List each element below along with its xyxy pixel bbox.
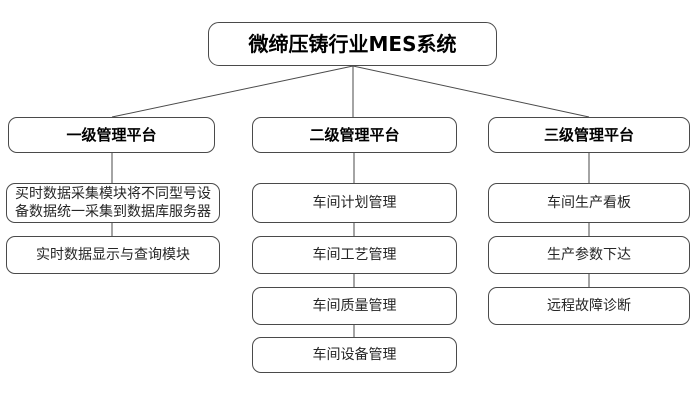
workshop-plan-mgmt-node: 车间计划管理 (252, 183, 457, 223)
workshop-production-board-node: 车间生产看板 (488, 183, 690, 223)
level1-platform-node: 一级管理平台 (8, 117, 215, 153)
workshop-equipment-mgmt-node: 车间设备管理 (252, 337, 457, 373)
production-parameter-node: 生产参数下达 (488, 236, 690, 274)
workshop-quality-mgmt-node: 车间质量管理 (252, 287, 457, 325)
root-node-mes-system: 微缔压铸行业MES系统 (208, 22, 497, 66)
workshop-process-mgmt-node: 车间工艺管理 (252, 236, 457, 274)
realtime-display-query-node: 实时数据显示与查询模块 (6, 236, 220, 274)
remote-fault-diagnosis-node: 远程故障诊断 (488, 287, 690, 325)
data-collection-module-node: 买时数据采集模块将不同型号设备数据统一采集到数据库服务器 (6, 183, 220, 223)
level2-platform-node: 二级管理平台 (252, 117, 457, 153)
level3-platform-node: 三级管理平台 (488, 117, 690, 153)
